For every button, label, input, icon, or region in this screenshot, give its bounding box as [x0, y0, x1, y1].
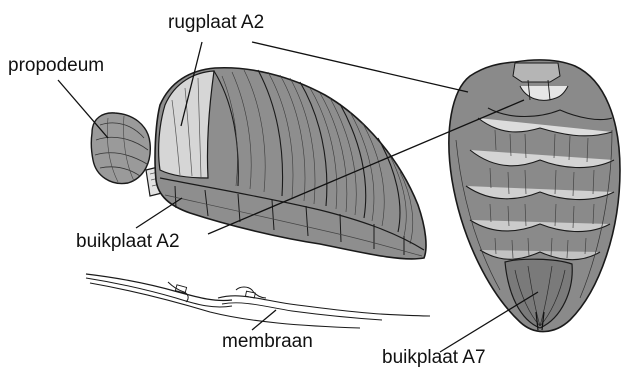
- label-propodeum: propodeum: [8, 56, 104, 75]
- leader-propodeum: [58, 80, 108, 138]
- label-rugplaat-a2: rugplaat A2: [168, 13, 264, 32]
- label-buikplaat-a2: buikplaat A2: [76, 232, 180, 251]
- gaster-body: [155, 68, 426, 259]
- ventral-abdomen-view: [449, 60, 620, 332]
- propodeum-shape: [91, 113, 150, 184]
- label-membraan: membraan: [222, 332, 313, 351]
- label-buikplaat-a7: buikplaat A7: [382, 348, 486, 367]
- leader-buikplaat-a2-left: [136, 198, 182, 228]
- membrane-detail: [86, 274, 430, 328]
